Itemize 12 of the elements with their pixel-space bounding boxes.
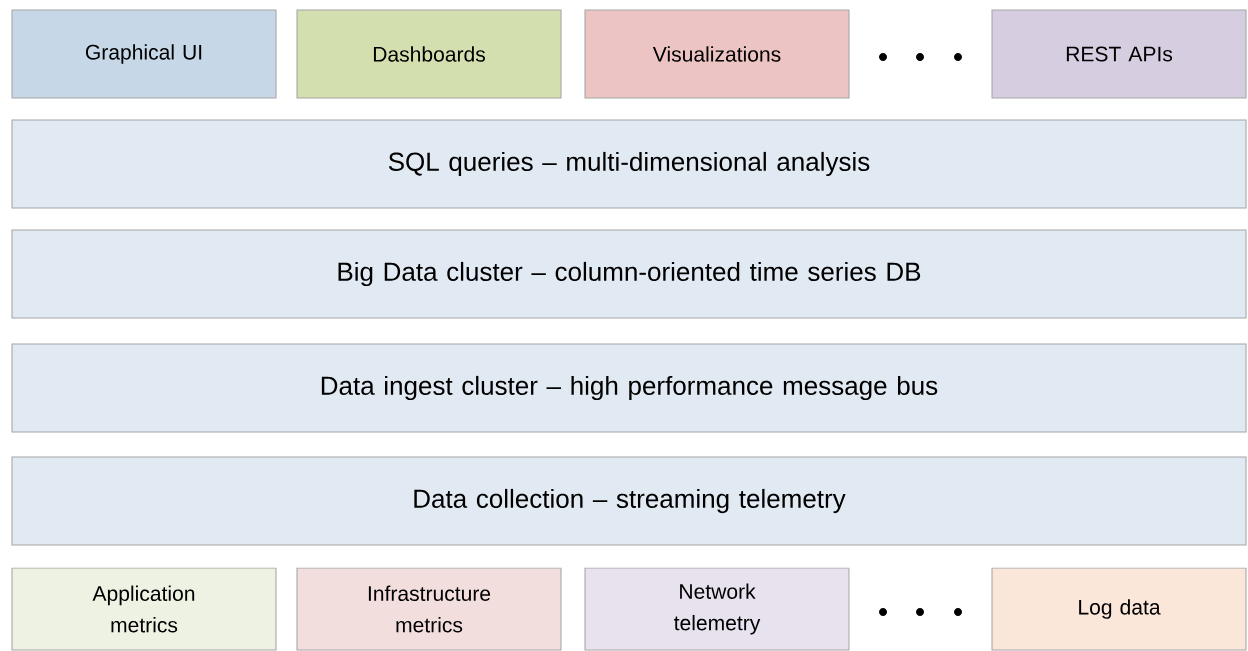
layer-band: Data ingest cluster – high performance message bus bbox=[11, 343, 1247, 433]
layer-band: Big Data cluster – column-oriented time series DB bbox=[11, 229, 1247, 319]
layer-band: Data collection – streaming telemetry bbox=[11, 456, 1247, 546]
component-box: Dashboards bbox=[296, 9, 562, 99]
component-box: REST APIs bbox=[991, 9, 1247, 99]
component-box: Log data bbox=[991, 567, 1247, 651]
component-box: Infrastructure metrics bbox=[296, 567, 562, 651]
component-box: Graphical UI bbox=[11, 9, 277, 99]
component-box: Network telemetry bbox=[584, 567, 850, 651]
component-box: Application metrics bbox=[11, 567, 277, 651]
component-box: Visualizations bbox=[584, 9, 850, 99]
layer-band: SQL queries – multi-dimensional analysis bbox=[11, 119, 1247, 209]
